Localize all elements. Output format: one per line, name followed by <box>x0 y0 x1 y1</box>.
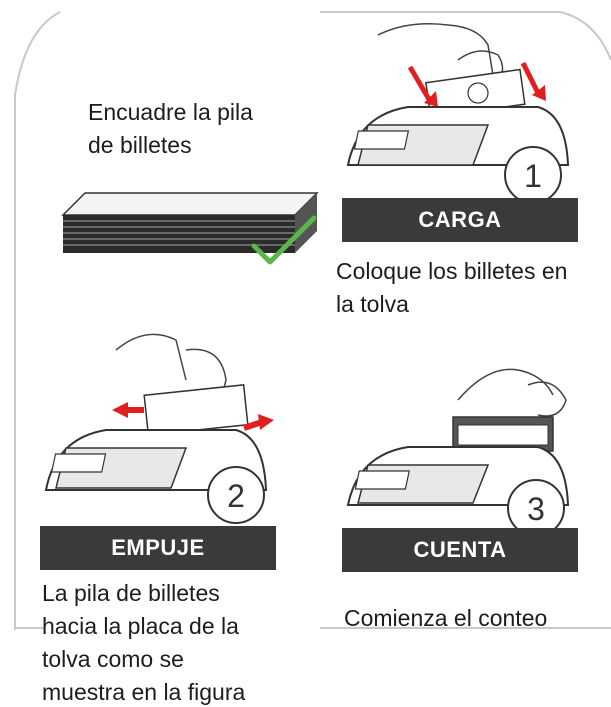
step3-banner: CUENTA <box>342 528 578 572</box>
step1-banner: CARGA <box>342 198 578 242</box>
step1-machine-illustration: 1 <box>346 23 570 204</box>
step3-machine-illustration: 3 <box>346 368 570 535</box>
step2-caption-line1: La pila de billetes <box>42 580 220 606</box>
step1-caption-line2: la tolva <box>336 291 409 317</box>
align-instruction-line1: Encuadre la pila <box>88 99 253 125</box>
align-instruction-line2: de billetes <box>88 132 192 158</box>
step1-caption-line1: Coloque los billetes en <box>336 258 568 284</box>
step3-number: 3 <box>527 491 545 527</box>
step1-number: 1 <box>524 158 542 194</box>
step2-caption-line4: muestra en la figura <box>42 679 246 705</box>
step2-caption-line3: tolva como se <box>42 646 184 672</box>
step2-number: 2 <box>227 478 245 514</box>
banknote-stack-illustration <box>61 192 319 253</box>
step2-caption-line2: hacia la placa de la <box>42 613 239 639</box>
step2-banner: EMPUJE <box>40 526 276 570</box>
checkmark-icon <box>251 215 317 265</box>
step3-caption: Comienza el conteo <box>344 605 548 631</box>
step2-machine-illustration: 2 <box>44 333 274 524</box>
